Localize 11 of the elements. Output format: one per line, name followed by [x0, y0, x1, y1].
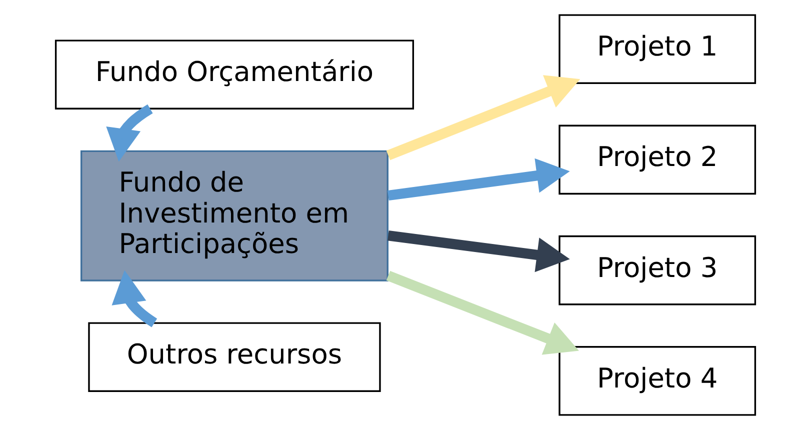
node-box: Projeto 3 [558, 235, 756, 306]
arrow [386, 75, 580, 160]
arrow [386, 270, 579, 355]
node-box: Projeto 2 [558, 124, 756, 195]
arrow [388, 158, 570, 201]
node-box: Fundo de Investimento em Participações [80, 150, 388, 282]
node-box: Fundo Orçamentário [54, 40, 414, 110]
node-box: Projeto 4 [558, 346, 756, 416]
arrow [388, 230, 570, 272]
node-box: Projeto 1 [558, 14, 756, 84]
node-box: Outros recursos [88, 322, 381, 392]
